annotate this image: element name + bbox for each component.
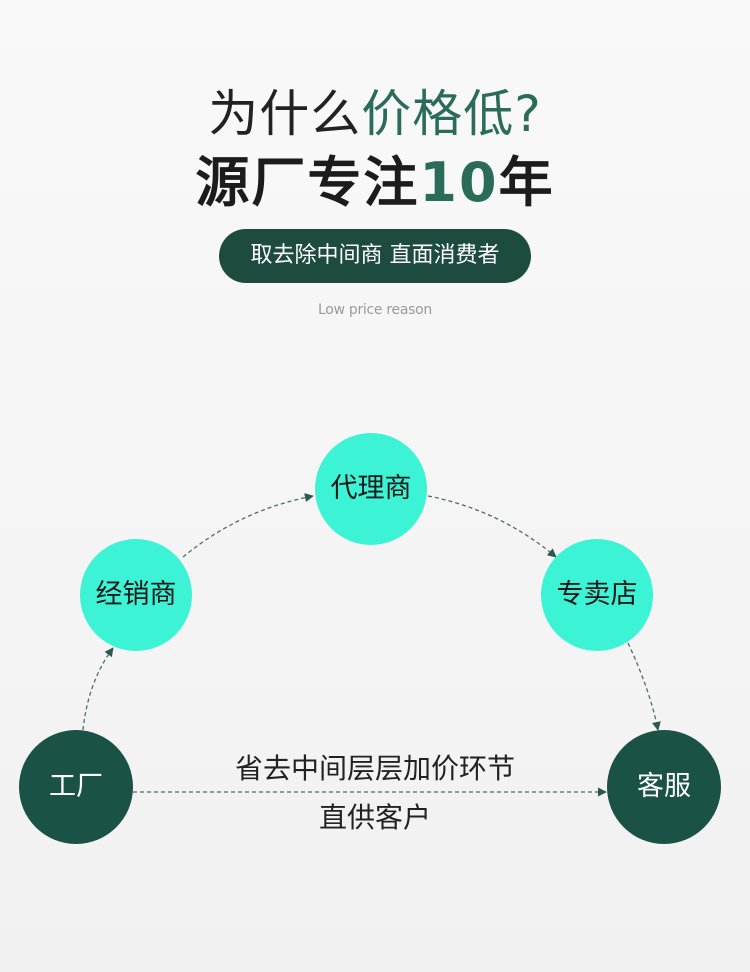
headline-question-prefix: 为什么 <box>208 85 362 143</box>
node-customer: 客服 <box>607 730 721 844</box>
node-store: 专卖店 <box>541 539 653 651</box>
headline-main-number: 10 <box>419 151 499 214</box>
caption-line-2: 直供客户 <box>318 801 431 834</box>
headline-main-prefix: 源厂专注 <box>195 151 420 214</box>
headline-question: 为什么价格低? <box>0 82 750 146</box>
caption-line-1: 省去中间层层加价环节 <box>234 752 515 785</box>
node-distributor: 经销商 <box>80 539 192 651</box>
headline-main: 源厂专注10年 <box>0 148 750 218</box>
headline-main-suffix: 年 <box>498 151 555 214</box>
arrow-distributor-to-agent <box>182 493 314 558</box>
slogan-pill: 取去除中间商 直面消费者 <box>219 229 531 283</box>
node-agent: 代理商 <box>315 433 427 545</box>
node-factory: 工厂 <box>19 730 133 844</box>
arrow-factory-to-distributor <box>82 647 114 731</box>
arrow-store-to-customer <box>627 642 661 731</box>
english-subtitle: Low price reason <box>318 302 432 318</box>
headline-question-accent: 价格低? <box>361 85 542 143</box>
arrow-agent-to-store <box>427 495 557 558</box>
